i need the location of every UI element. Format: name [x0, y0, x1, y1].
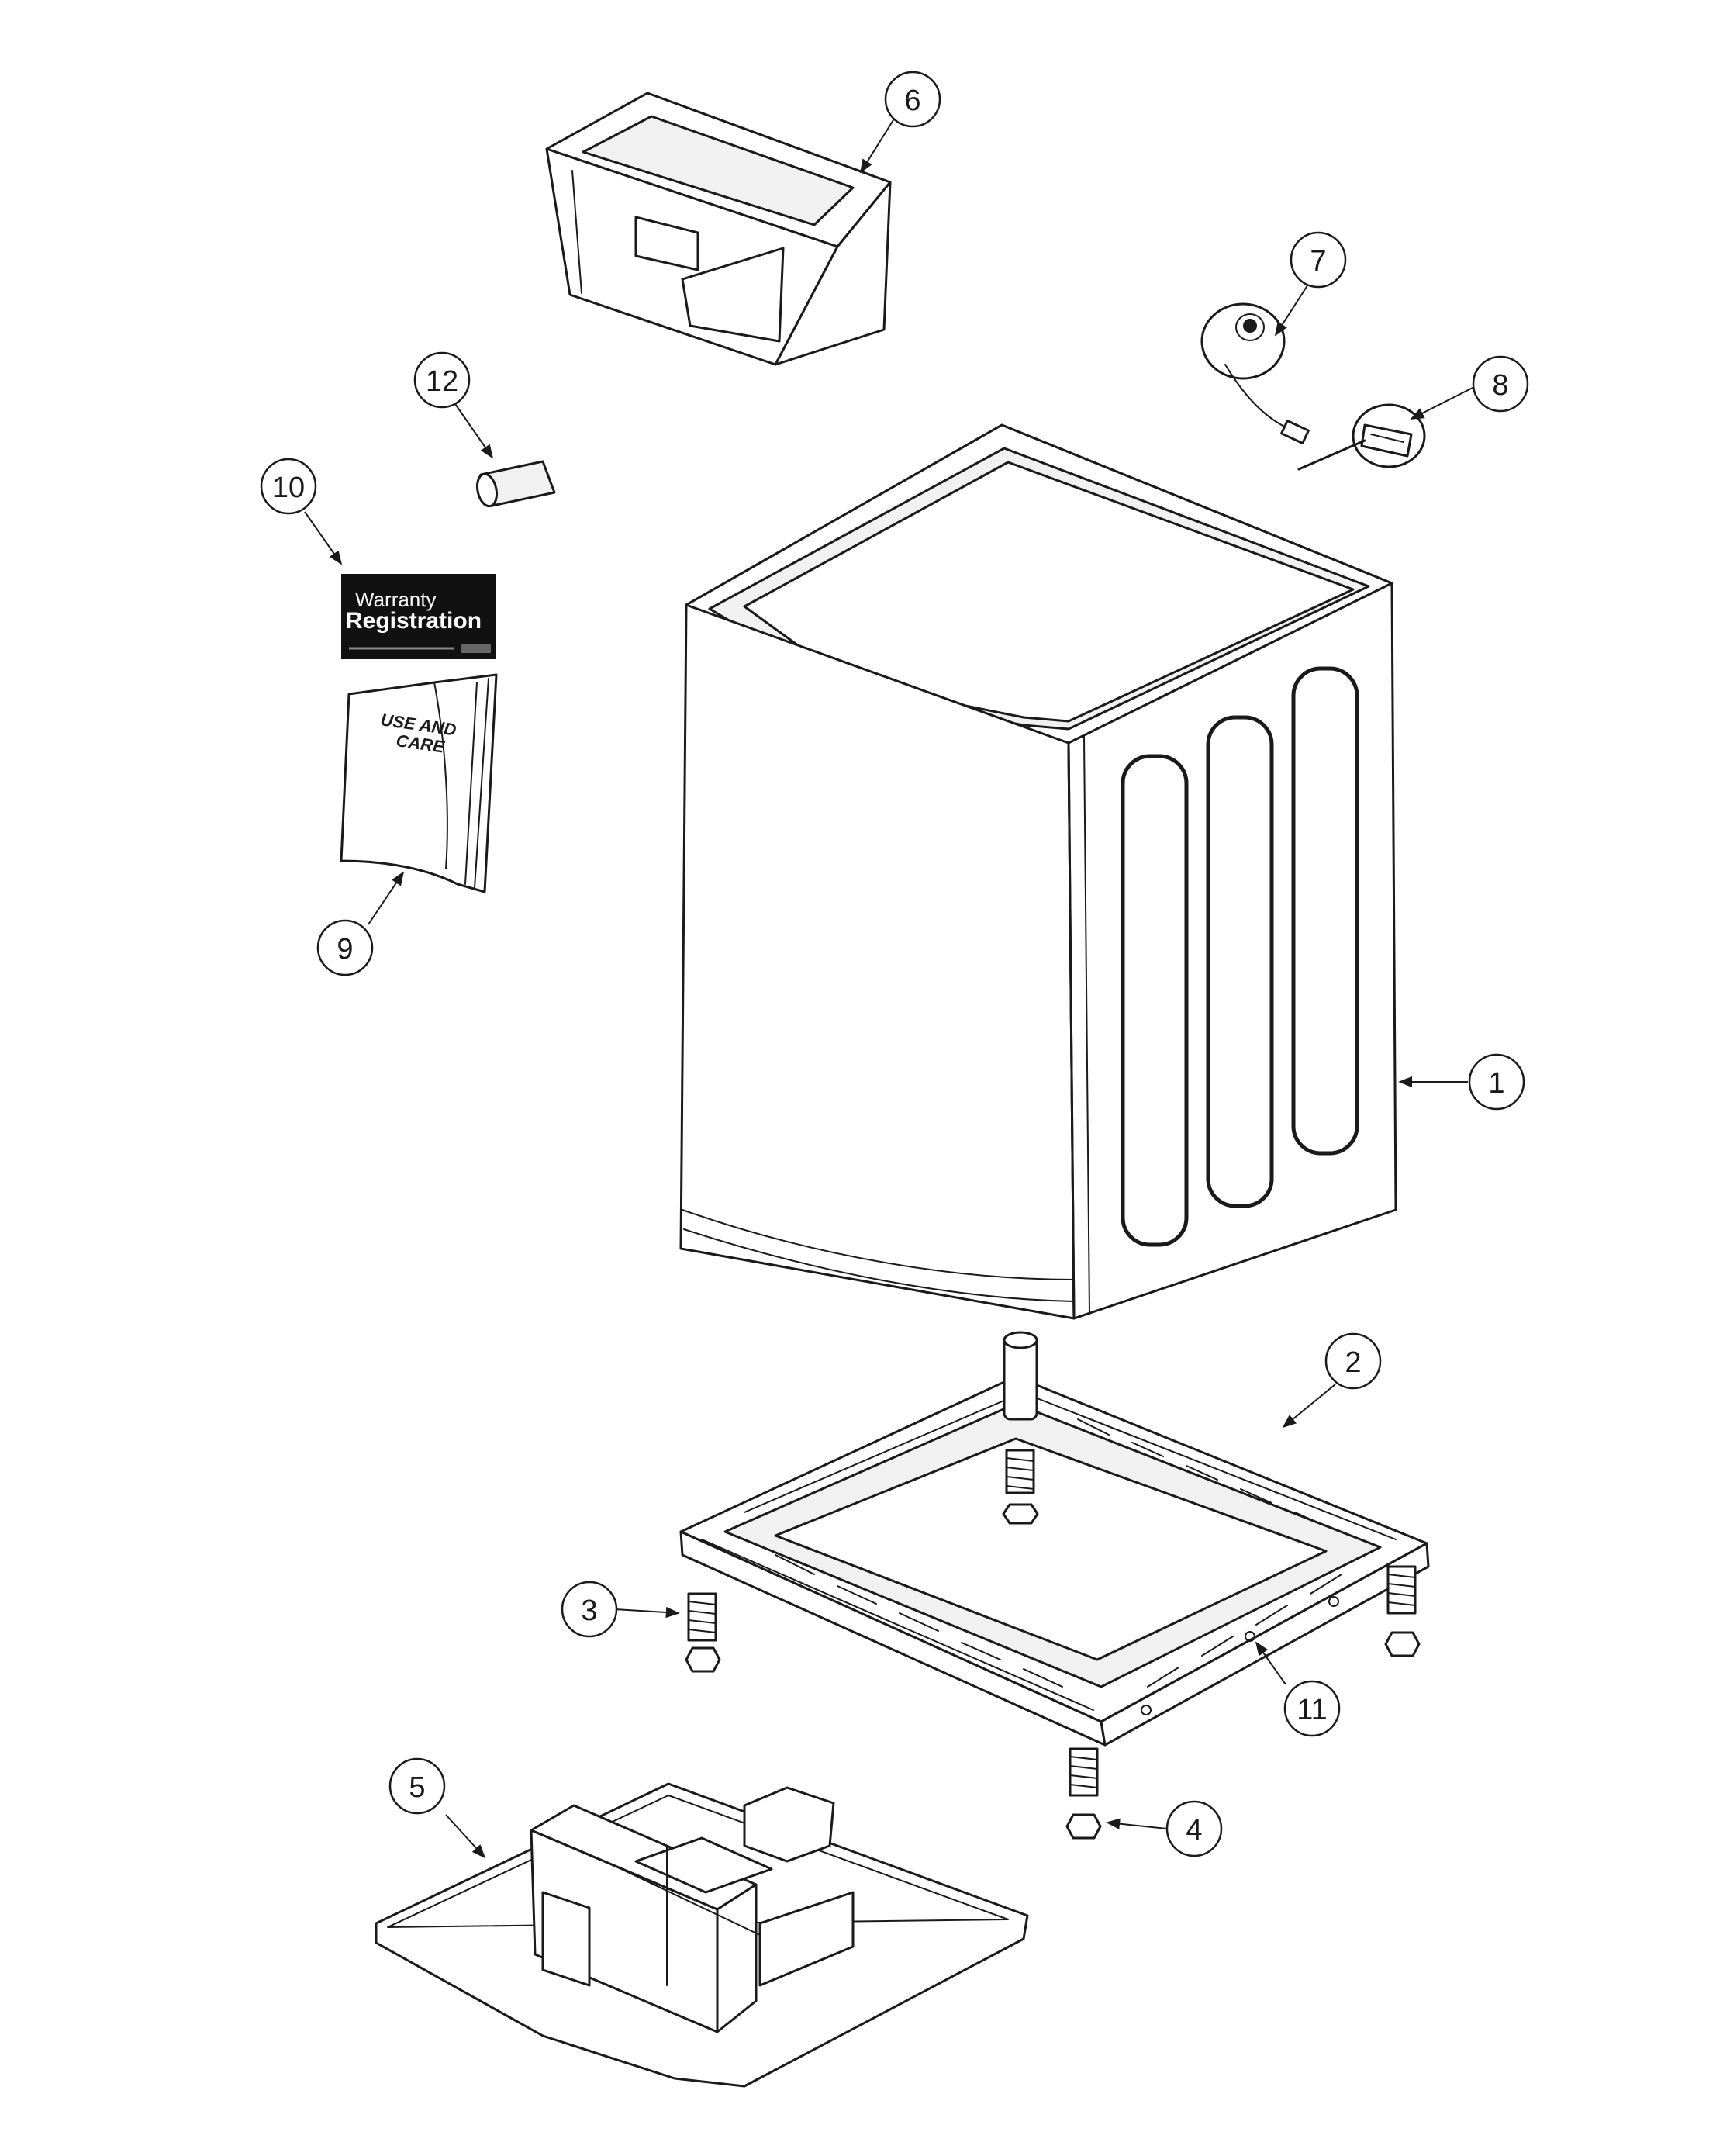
part-7-round-sensor: [1200, 302, 1310, 444]
callout-6-label: 6: [904, 85, 920, 117]
part-4-leveling-leg: [1065, 1747, 1102, 1840]
callout-11-label: 11: [1297, 1694, 1327, 1726]
part-9-manual: USE AND CARE: [340, 673, 498, 893]
warranty-card-line2: Registration: [346, 608, 482, 634]
callout-3-label: 3: [581, 1595, 597, 1627]
callout-11: 11: [1283, 1680, 1341, 1737]
callout-1-label: 1: [1488, 1067, 1504, 1100]
callout-4: 4: [1165, 1800, 1223, 1857]
part-6-dispenser-drawer: [545, 92, 892, 366]
part-3-leveling-leg: [685, 1592, 721, 1673]
callout-2: 2: [1324, 1332, 1382, 1390]
callout-10: 10: [260, 458, 317, 515]
callout-10-label: 10: [272, 472, 305, 504]
part-1-cabinet: [679, 423, 1397, 1320]
callout-7: 7: [1290, 231, 1347, 289]
callout-8-label: 8: [1492, 369, 1508, 402]
part-5-shipping-base: [375, 1782, 1029, 2088]
callout-9-label: 9: [337, 933, 353, 966]
callout-6: 6: [884, 71, 941, 128]
callout-5: 5: [388, 1757, 446, 1815]
callout-4-label: 4: [1186, 1814, 1202, 1847]
center-foot-screw: [1002, 1449, 1039, 1525]
right-leveling-leg: [1384, 1565, 1421, 1657]
callout-1: 1: [1468, 1053, 1525, 1111]
part-8-connector: [1297, 403, 1426, 471]
callout-2-label: 2: [1345, 1346, 1361, 1379]
warranty-card-line1: Warranty: [355, 588, 437, 611]
callout-8: 8: [1472, 355, 1529, 413]
callout-3: 3: [561, 1581, 618, 1638]
callout-12: 12: [413, 351, 471, 409]
callout-5-label: 5: [409, 1771, 425, 1804]
callout-9: 9: [316, 919, 374, 976]
callout-12-label: 12: [426, 365, 458, 398]
leader-lines: [304, 116, 1478, 1859]
part-11-screws: [1141, 1596, 1339, 1715]
part-10-warranty-card: Warranty Registration: [341, 574, 496, 659]
callout-7-label: 7: [1310, 245, 1326, 278]
part-12-small-part: [475, 460, 556, 508]
